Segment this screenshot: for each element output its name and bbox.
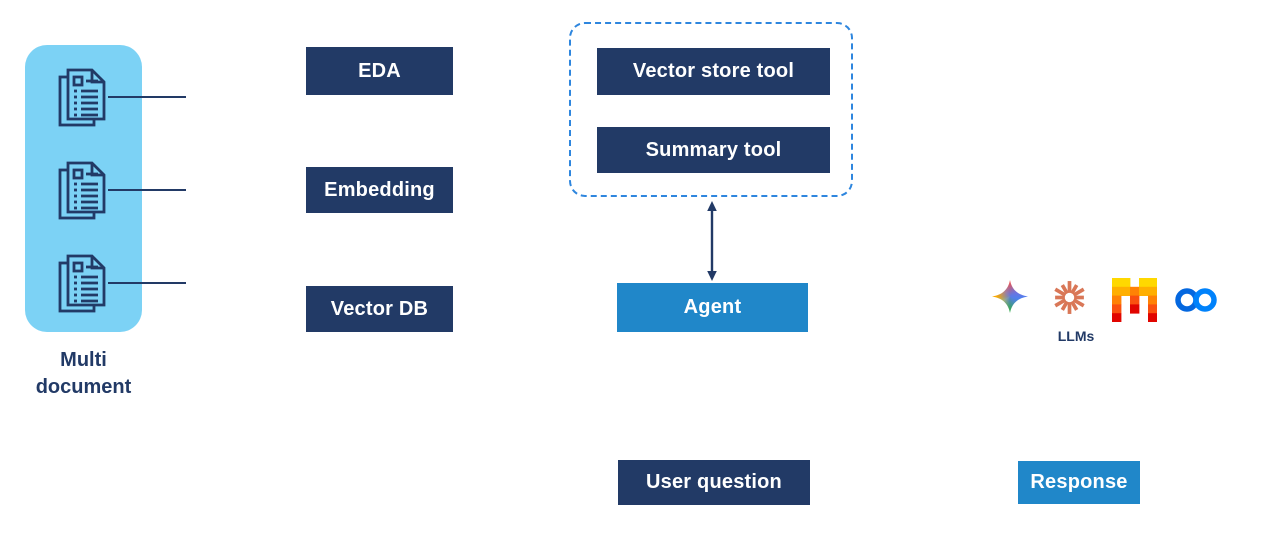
- llms-label: LLMs: [1057, 328, 1095, 344]
- document-icon: [58, 161, 106, 220]
- summary-tool-box: Summary tool: [597, 127, 830, 173]
- agent-label: Agent: [683, 296, 742, 318]
- response-label: Response: [1030, 471, 1128, 493]
- mistral-icon: [1112, 278, 1157, 322]
- document-icon: [58, 254, 106, 313]
- user-question-label: User question: [646, 471, 782, 493]
- embedding-box: Embedding: [306, 167, 453, 213]
- connector-line: [108, 96, 186, 99]
- eda-label: EDA: [358, 59, 401, 82]
- double-arrow-icon: [707, 201, 717, 281]
- eda-box: EDA: [306, 47, 453, 95]
- summary-tool-label: Summary tool: [645, 138, 782, 161]
- user-question-box: User question: [618, 460, 810, 505]
- claude-icon: [1054, 281, 1085, 314]
- vector-store-tool-label: Vector store tool: [632, 60, 795, 82]
- agent-box: Agent: [617, 283, 808, 332]
- meta-icon: [1175, 288, 1217, 312]
- vector-db-label: Vector DB: [330, 297, 429, 320]
- document-icon: [58, 68, 106, 127]
- multi-document-label: Multi document: [35, 349, 132, 398]
- vector-db-box: Vector DB: [306, 286, 453, 332]
- tools-group-border: [569, 22, 853, 197]
- embedding-label: Embedding: [324, 178, 435, 201]
- vector-store-tool-box: Vector store tool: [597, 48, 830, 95]
- gemini-icon: [992, 280, 1028, 313]
- connector-line: [108, 189, 186, 192]
- connector-line: [108, 282, 186, 285]
- response-box: Response: [1018, 461, 1140, 504]
